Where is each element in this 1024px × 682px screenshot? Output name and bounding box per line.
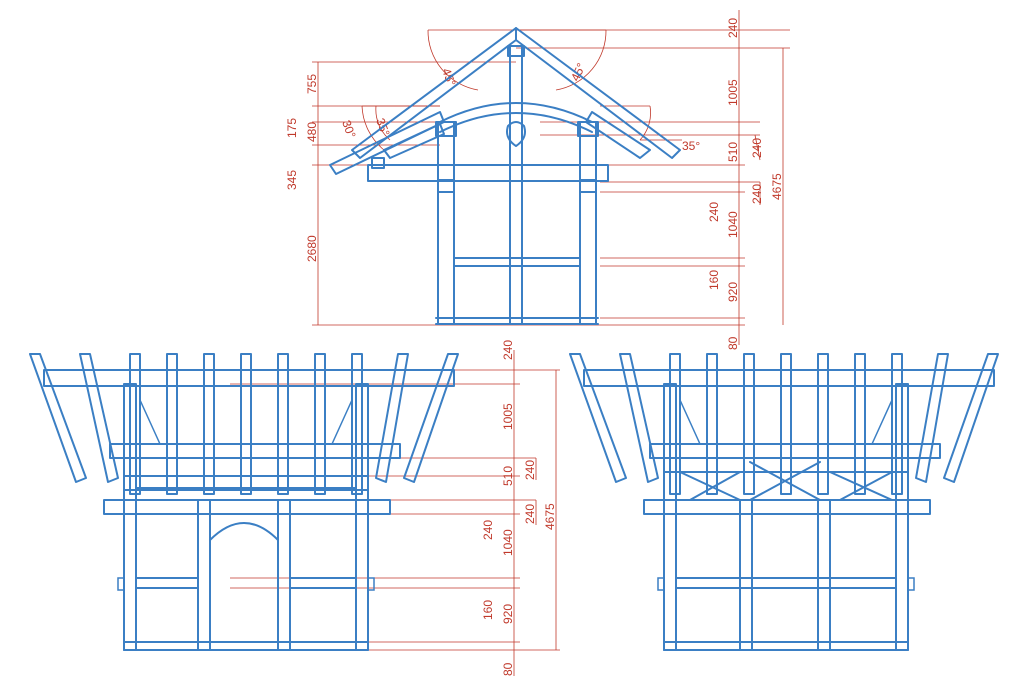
front-dim-80: 80 <box>501 662 515 676</box>
dim-240-b: 240 <box>750 184 764 204</box>
angle-35-right: 35° <box>682 139 700 153</box>
dim-1040: 1040 <box>726 211 740 238</box>
dim-160: 160 <box>707 270 721 290</box>
dim-4675: 4675 <box>770 173 784 200</box>
dim-2680: 2680 <box>305 235 319 262</box>
front-dim-510: 510 <box>501 466 515 486</box>
front-dim-1040: 1040 <box>501 529 515 556</box>
dim-240-a: 240 <box>750 138 764 158</box>
front-dim-920: 920 <box>501 604 515 624</box>
dim-510: 510 <box>726 142 740 162</box>
dim-80: 80 <box>726 336 740 350</box>
front-elevation-with-door: 240 1005 510 240 240 1040 240 160 920 80… <box>29 340 560 676</box>
front-elevation-frame <box>29 353 459 651</box>
front-dim-160: 160 <box>481 600 495 620</box>
side-elevation-dimension-lines <box>312 10 790 345</box>
dim-175: 175 <box>285 118 299 138</box>
dim-240-c: 240 <box>707 202 721 222</box>
front-dim-4675: 4675 <box>543 503 557 530</box>
front-dim-240-top: 240 <box>501 340 515 360</box>
dim-920: 920 <box>726 282 740 302</box>
dim-1005: 1005 <box>726 79 740 106</box>
side-elevation: 755 175 480 345 2680 45° 45° 30° 35° 35°… <box>285 10 790 350</box>
side-elevation-frame <box>329 27 681 325</box>
dim-345: 345 <box>285 170 299 190</box>
angle-30: 30° <box>339 118 358 140</box>
rear-elevation <box>569 353 999 651</box>
dim-480: 480 <box>305 122 319 142</box>
front-dim-240-a: 240 <box>523 460 537 480</box>
dim-755: 755 <box>305 74 319 94</box>
front-dim-240-c: 240 <box>481 520 495 540</box>
front-dim-240-b: 240 <box>523 504 537 524</box>
front-dim-1005: 1005 <box>501 403 515 430</box>
dim-240-top: 240 <box>726 18 740 38</box>
